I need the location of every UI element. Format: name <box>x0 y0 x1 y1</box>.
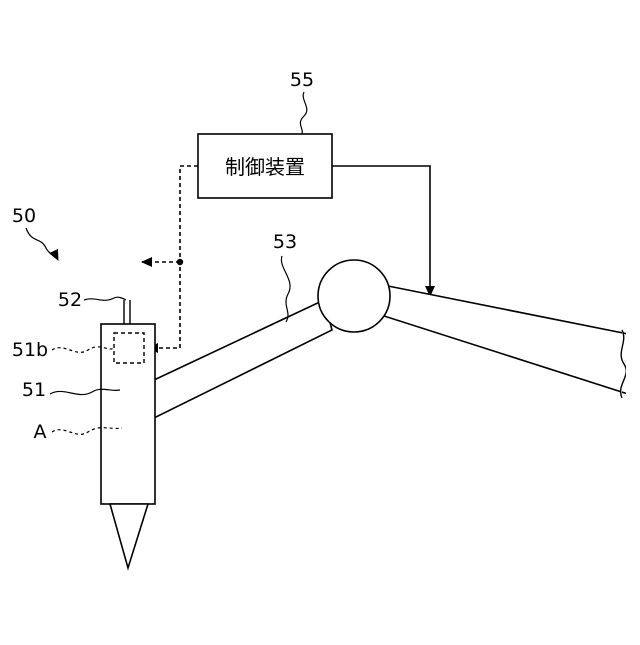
leader-52 <box>84 297 126 300</box>
controller-box-text: 制御装置 <box>225 155 305 179</box>
break-mask <box>626 320 640 410</box>
label-A: A <box>34 421 47 443</box>
leader-50 <box>26 228 58 260</box>
label-55: 55 <box>290 69 314 91</box>
label-53: 53 <box>273 231 297 253</box>
label-50: 50 <box>12 205 36 227</box>
dashed-line-sensor <box>148 166 198 348</box>
label-51b: 51b <box>12 339 48 361</box>
label-51: 51 <box>22 379 46 401</box>
leader-53 <box>281 256 290 322</box>
controller-box: 制御装置 <box>198 134 332 198</box>
arm-segment-upper <box>384 286 628 394</box>
label-52: 52 <box>58 289 82 311</box>
tool-body <box>101 324 155 504</box>
arm-joint <box>318 260 390 332</box>
leader-55 <box>300 92 306 134</box>
tool-tip <box>110 504 148 568</box>
